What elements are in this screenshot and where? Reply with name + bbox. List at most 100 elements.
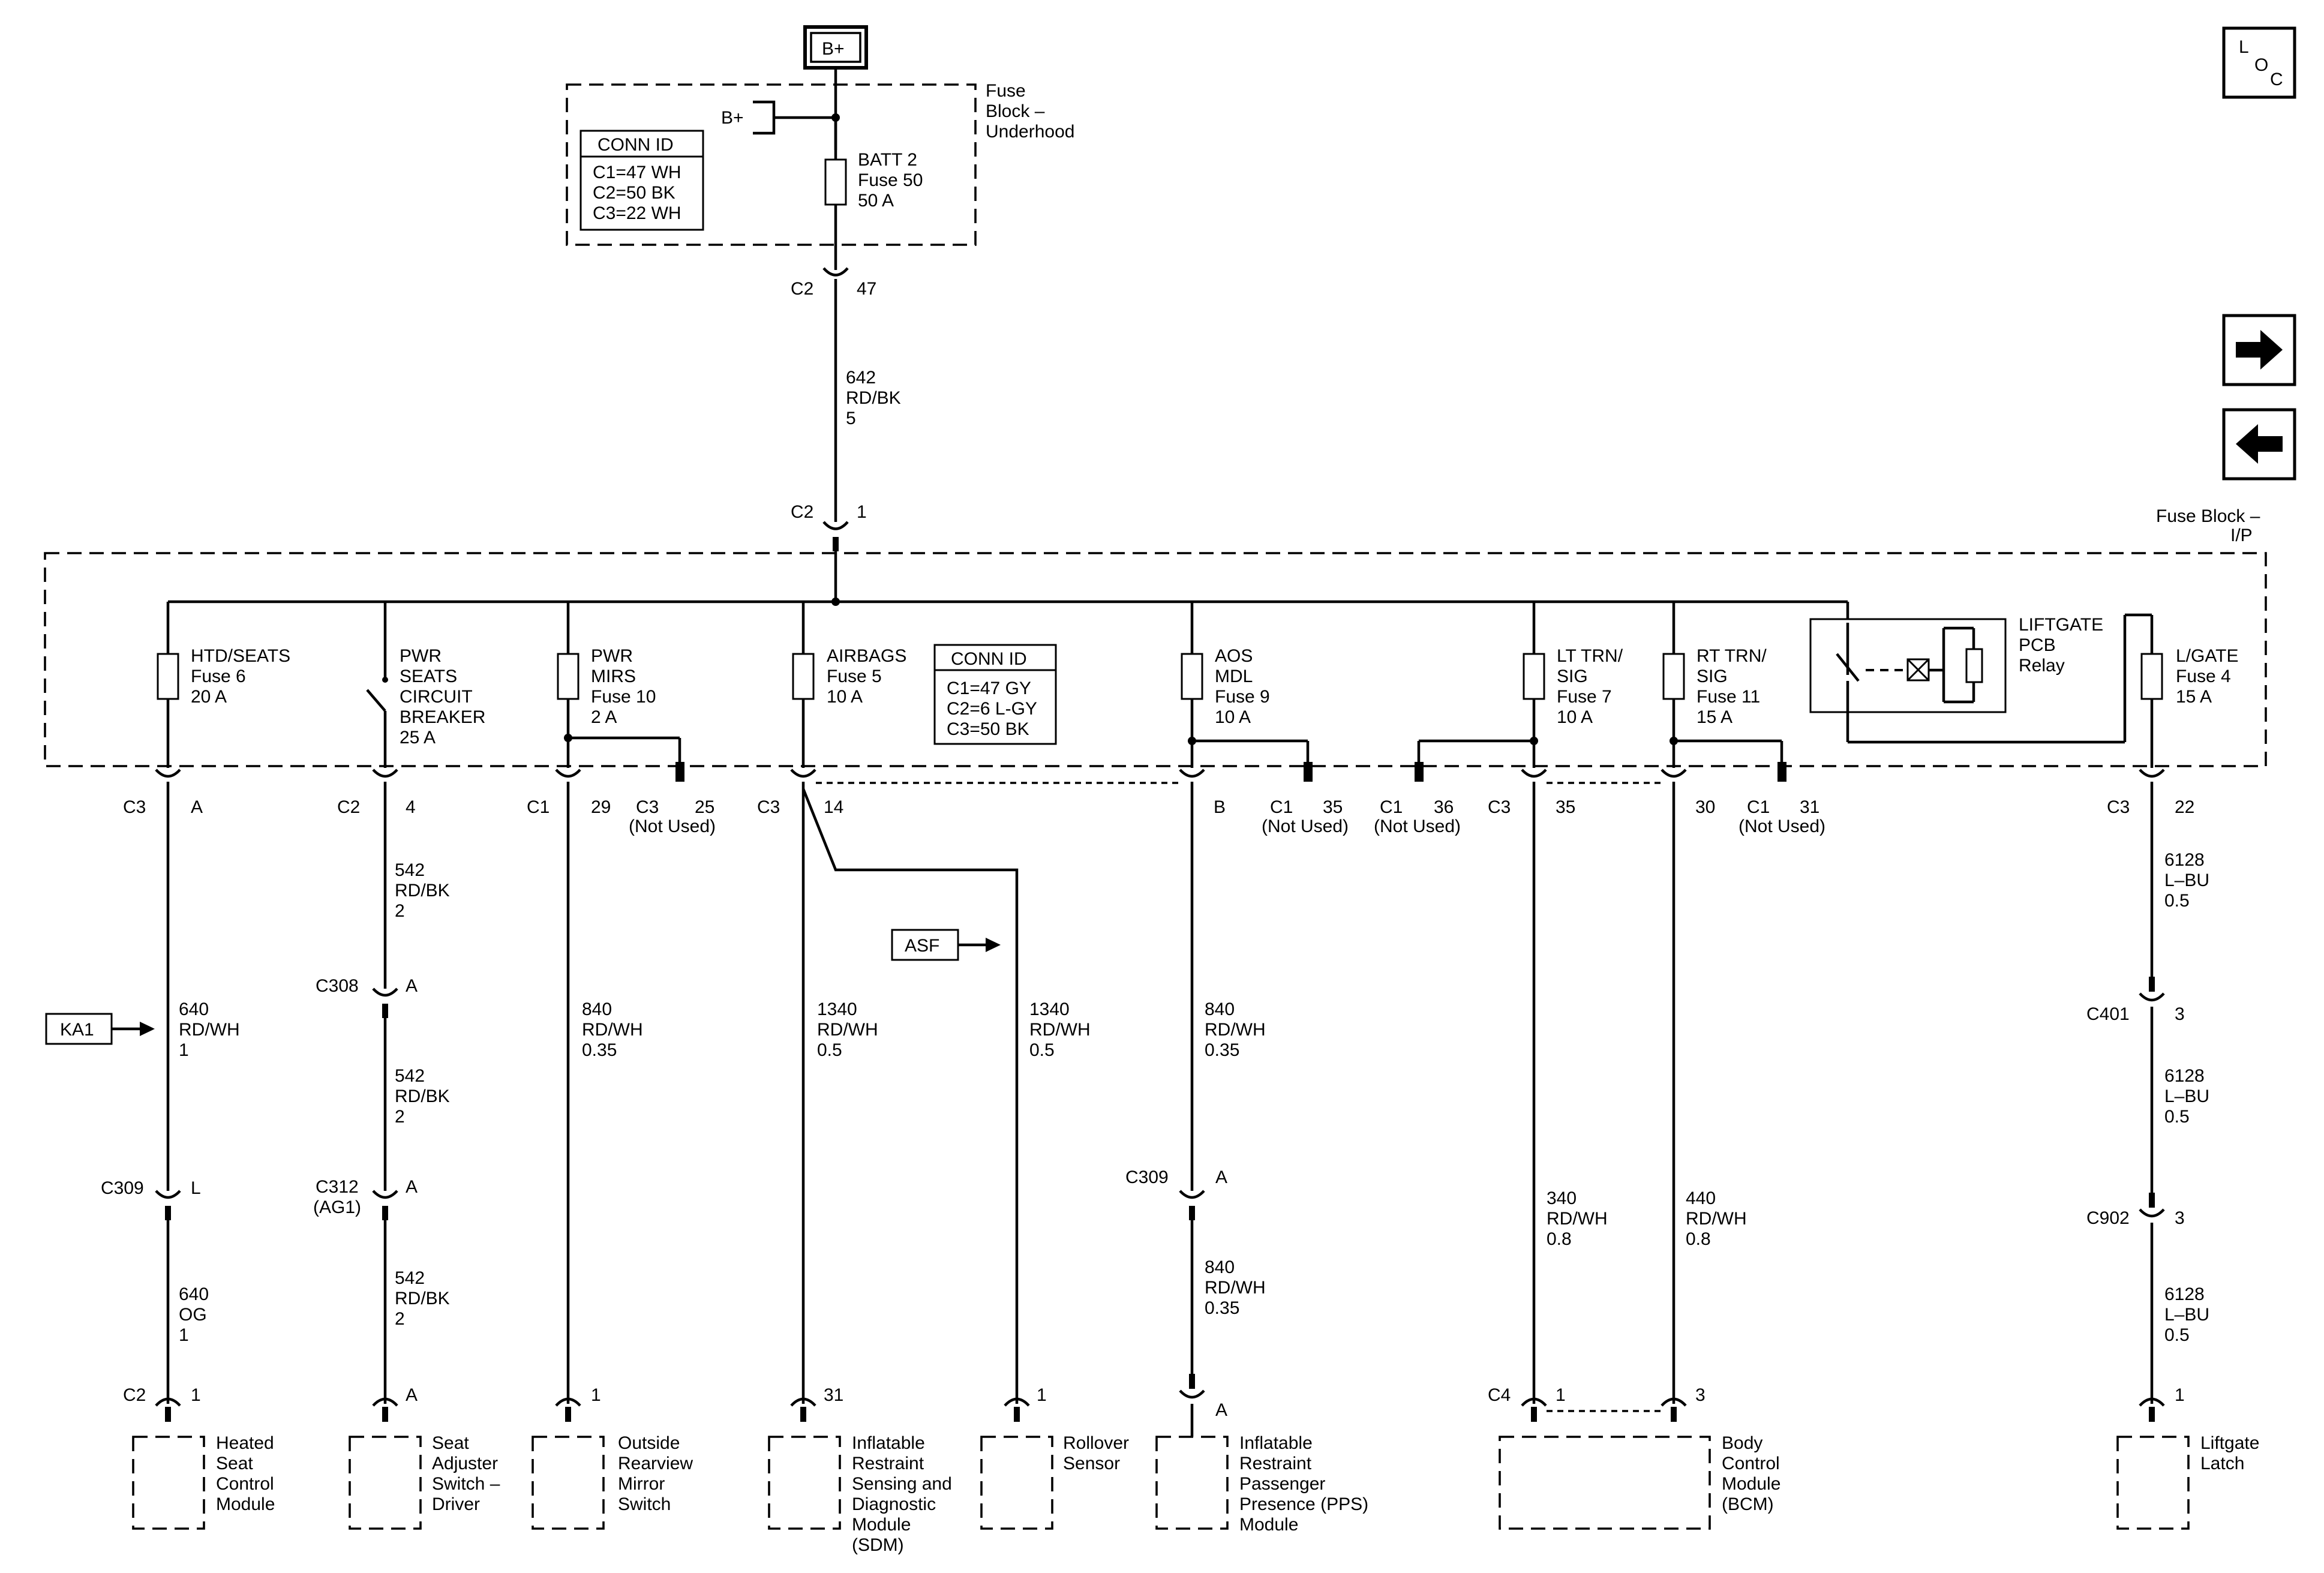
svg-text:C3=50 BK: C3=50 BK [947, 719, 1029, 739]
svg-text:Switch –: Switch – [432, 1474, 500, 1494]
svg-text:1: 1 [1037, 1385, 1047, 1405]
svg-text:1: 1 [2175, 1385, 2185, 1405]
inflatable-restraint-pps-module[interactable]: A Inflatable Restraint Passenger Presenc… [1155, 1389, 1368, 1535]
liftgate-latch[interactable]: 1 Liftgate Latch [2116, 1385, 2259, 1530]
rollover-sensor[interactable]: 1 Rollover Sensor [980, 1385, 1129, 1530]
svg-text:C309: C309 [101, 1178, 144, 1198]
svg-text:3: 3 [1695, 1385, 1706, 1405]
circuit-breaker-pwr-seats [366, 677, 388, 768]
svg-text:840: 840 [1205, 999, 1235, 1019]
svg-text:Module: Module [216, 1494, 275, 1514]
svg-text:RD/WH: RD/WH [1205, 1020, 1266, 1040]
rollover-sensor-label: Rollover Sensor [1063, 1433, 1129, 1473]
svg-text:25: 25 [695, 797, 714, 817]
svg-text:Fuse 10: Fuse 10 [591, 687, 656, 707]
inflatable-restraint-sensing-diagnostic-module[interactable]: 31 Inflatable Restraint Sensing and Diag… [768, 1385, 952, 1555]
relay-liftgate-pcb [1809, 613, 2154, 744]
svg-text:C3: C3 [123, 797, 146, 817]
connector-c2-47: C2 47 [791, 267, 876, 299]
svg-text:Module: Module [1239, 1515, 1298, 1535]
svg-text:Seat: Seat [432, 1433, 469, 1453]
svg-text:1: 1 [591, 1385, 601, 1405]
outside-rearview-mirror-switch[interactable]: 1 Outside Rearview Mirror Switch [532, 1385, 693, 1530]
svg-text:0.5: 0.5 [2164, 891, 2190, 911]
svg-text:640: 640 [179, 999, 209, 1019]
connector-b: B [1179, 769, 1226, 817]
svg-text:0.5: 0.5 [817, 1040, 842, 1060]
svg-text:10 A: 10 A [1557, 707, 1593, 727]
svg-text:640: 640 [179, 1284, 209, 1304]
fuse-rt-trn-sig-label: RT TRN/ SIG Fuse 11 15 A [1697, 646, 1767, 727]
svg-text:C2: C2 [791, 502, 813, 522]
connector-c401-3: C401 3 [2086, 992, 2185, 1024]
svg-text:Fuse 4: Fuse 4 [2176, 667, 2231, 686]
svg-text:AIRBAGS: AIRBAGS [827, 646, 906, 666]
svg-text:6128: 6128 [2164, 850, 2205, 870]
svg-text:542: 542 [395, 1066, 425, 1086]
svg-text:RD/BK: RD/BK [395, 881, 450, 900]
svg-text:0.35: 0.35 [1205, 1040, 1239, 1060]
svg-text:(Not Used): (Not Used) [1374, 816, 1461, 836]
svg-text:3: 3 [2175, 1208, 2185, 1228]
svg-text:PCB: PCB [2019, 635, 2056, 655]
svg-text:Restraint: Restraint [852, 1454, 924, 1473]
body-control-module[interactable]: C4 1 3 Body Control Module (BCM) [1488, 1385, 1780, 1530]
svg-text:6128: 6128 [2164, 1066, 2205, 1086]
svg-text:Fuse 5: Fuse 5 [827, 667, 882, 686]
heated-seat-control-module[interactable]: C2 1 Heated Seat Control Module [123, 1385, 275, 1530]
wire-840-c-label: 840 RD/WH 0.35 [1205, 1257, 1266, 1318]
wire-542-a-label: 542 RD/BK 2 [395, 860, 450, 921]
svg-text:LT TRN/: LT TRN/ [1557, 646, 1623, 666]
svg-text:15 A: 15 A [2176, 687, 2212, 707]
svg-text:SIG: SIG [1697, 667, 1728, 686]
svg-text:Block –: Block – [986, 101, 1045, 121]
svg-text:L–BU: L–BU [2164, 870, 2209, 890]
svg-text:C2: C2 [337, 797, 360, 817]
wire-542-b-label: 542 RD/BK 2 [395, 1066, 450, 1127]
svg-text:MIRS: MIRS [591, 667, 636, 686]
connector-30: 30 [1661, 769, 1715, 817]
svg-text:0.5: 0.5 [2164, 1107, 2190, 1127]
svg-text:RD/BK: RD/BK [395, 1289, 450, 1308]
svg-text:C2=6 L-GY: C2=6 L-GY [947, 699, 1037, 719]
next-page-button[interactable] [2222, 314, 2296, 386]
svg-text:10 A: 10 A [827, 687, 863, 707]
svg-text:0.8: 0.8 [1547, 1229, 1572, 1249]
loc-button[interactable]: L O C [2222, 26, 2296, 99]
svg-text:Fuse Block –: Fuse Block – [2156, 506, 2260, 526]
connector-c2-1: C2 1 [791, 502, 867, 551]
svg-text:RD/WH: RD/WH [1205, 1278, 1266, 1298]
connector-c309-a: C309 A [1125, 1167, 1227, 1220]
seat-adjuster-switch-driver-label: Seat Adjuster Switch – Driver [432, 1433, 500, 1514]
svg-text:(Not Used): (Not Used) [1739, 816, 1825, 836]
svg-text:3: 3 [2175, 1004, 2185, 1024]
svg-text:0.5: 0.5 [2164, 1325, 2190, 1345]
connector-c3-22: C3 22 [2107, 769, 2194, 817]
svg-text:CONN ID: CONN ID [597, 135, 674, 155]
wire-6128-c-label: 6128 L–BU 0.5 [2164, 1284, 2209, 1345]
fuse-aos-mdl [1181, 653, 1203, 700]
svg-text:Relay: Relay [2019, 656, 2065, 676]
svg-text:10 A: 10 A [1215, 707, 1251, 727]
svg-text:(BCM): (BCM) [1722, 1494, 1774, 1514]
svg-text:I/P: I/P [2230, 526, 2253, 545]
svg-text:CIRCUIT: CIRCUIT [400, 687, 473, 707]
svg-text:BATT 2: BATT 2 [858, 150, 917, 170]
svg-text:840: 840 [582, 999, 612, 1019]
fuse-lt-trn-sig [1523, 653, 1545, 700]
svg-text:Fuse 11: Fuse 11 [1697, 687, 1760, 707]
fuse-aos-mdl-label: AOS MDL Fuse 9 10 A [1215, 646, 1270, 727]
connector-c3-14: C3 14 [757, 769, 843, 817]
wire-6128-a-label: 6128 L–BU 0.5 [2164, 850, 2209, 911]
wire-840-a-label: 840 RD/WH 0.35 [582, 999, 643, 1060]
svg-text:RD/WH: RD/WH [1686, 1209, 1747, 1229]
seat-adjuster-switch-driver[interactable]: A Seat Adjuster Switch – Driver [349, 1385, 500, 1530]
svg-text:SEATS: SEATS [400, 667, 457, 686]
svg-text:1340: 1340 [817, 999, 857, 1019]
svg-text:31: 31 [1800, 797, 1819, 817]
svg-text:25 A: 25 A [400, 728, 436, 748]
prev-page-button[interactable] [2222, 408, 2296, 481]
svg-text:0.35: 0.35 [1205, 1298, 1239, 1318]
svg-text:0.5: 0.5 [1029, 1040, 1055, 1060]
svg-text:Fuse: Fuse [986, 81, 1026, 101]
